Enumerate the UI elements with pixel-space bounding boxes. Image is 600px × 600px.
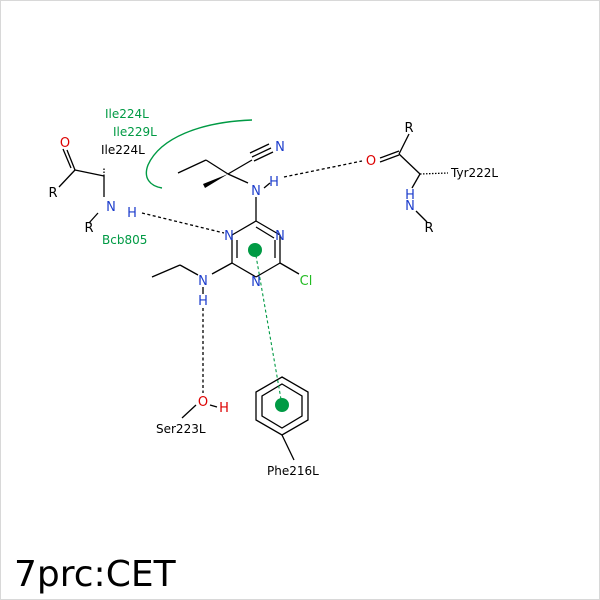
hydrophobic-label-ile224: Ile224L	[105, 107, 149, 121]
phe216-centroid	[275, 398, 289, 412]
ring-n-bottom: N	[251, 275, 261, 290]
residue-label-phe216: Phe216L	[267, 464, 319, 478]
tyr222-r-top: R	[404, 121, 413, 136]
tyr222-n: N	[405, 199, 415, 214]
residue-label-tyr222: Tyr222L	[450, 166, 498, 180]
nitrile-n: N	[275, 140, 285, 155]
tyr222-r-bottom: R	[424, 221, 433, 236]
hbond-nh-tyr222	[283, 160, 363, 178]
chlorine-label: Cl	[300, 274, 313, 289]
residue-label-ser223: Ser223L	[156, 422, 206, 436]
ser223-o: O	[198, 395, 208, 410]
ile224-r-left: R	[48, 186, 57, 201]
ligand-h-left: H	[198, 294, 208, 309]
hydrophobic-label-bcb805: Bcb805	[102, 233, 147, 247]
ligand-n-top: N	[251, 184, 261, 199]
ring-n-right: N	[275, 229, 285, 244]
hbond-ile224-triazine	[141, 212, 225, 234]
tyr222-h: H	[405, 188, 415, 203]
ser223-h: H	[219, 401, 229, 416]
ile224-n: N	[106, 200, 116, 215]
ile224-o: O	[60, 136, 70, 151]
triazine-ring	[231, 220, 281, 278]
pi-stacking-line	[254, 249, 283, 406]
residue-label-ile224: Ile224L	[101, 143, 145, 157]
nitrile-substituent	[177, 143, 274, 221]
ethylamino-substituent	[151, 262, 233, 294]
tyr222-o: O	[366, 154, 376, 169]
diagram-title: 7prc:CET	[14, 554, 177, 595]
ligand-h-top: H	[269, 175, 279, 190]
ile224-r-bottom: R	[84, 221, 93, 236]
tyr222-backbone	[379, 133, 449, 223]
chlorine-bond	[279, 262, 300, 275]
ring-n-left: N	[224, 229, 234, 244]
ligand-n-left: N	[198, 274, 208, 289]
hydrophobic-label-ile229: Ile229L	[113, 125, 157, 139]
ser223-sidechain	[181, 404, 218, 419]
phe216-ring	[255, 376, 309, 461]
hydrophobic-arc	[145, 119, 253, 189]
ile224-h: H	[127, 206, 137, 221]
ile224-backbone	[58, 148, 105, 224]
